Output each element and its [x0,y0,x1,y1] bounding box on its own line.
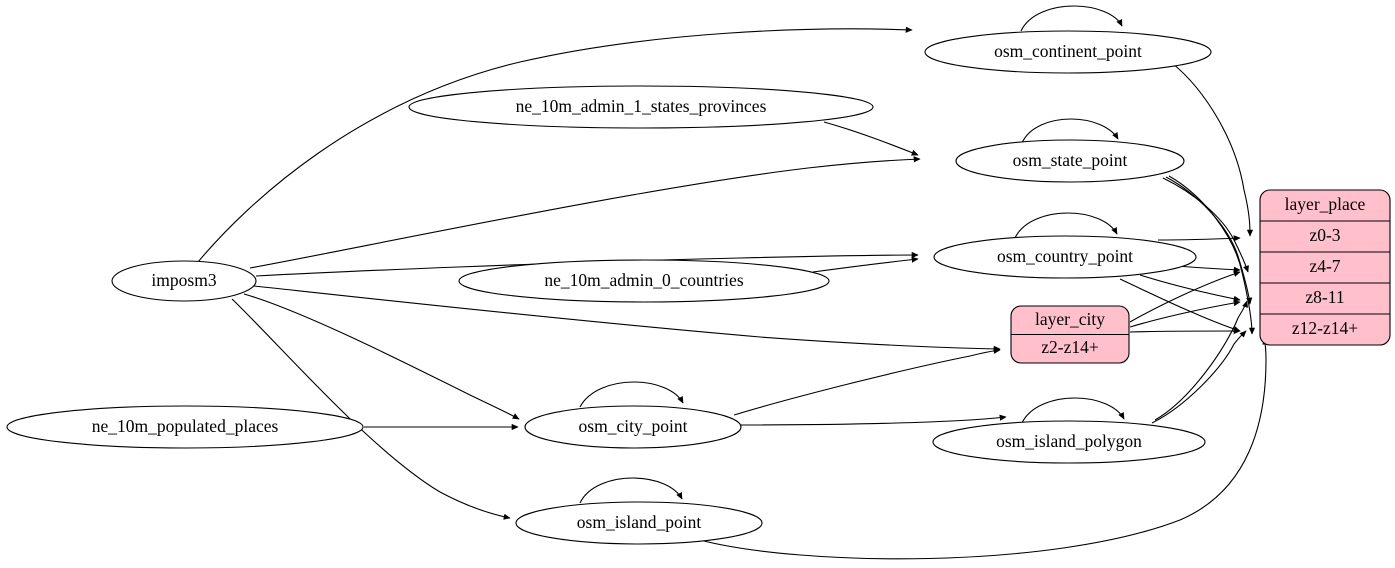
node-osm-country-point[interactable]: osm_country_point [933,235,1197,279]
node-ne-places-label: ne_10m_populated_places [92,416,279,436]
node-layer-place-row-z0-3[interactable]: z0-3 [1309,225,1340,245]
node-ne-10m-admin-0-countries[interactable]: ne_10m_admin_0_countries [458,259,830,303]
node-osm-island-polygon[interactable]: osm_island_polygon [932,420,1206,464]
edge-layer [197,5,1269,560]
edge-osm-continent-point-layer-place-z0-3 [1171,62,1254,237]
node-layer-place-row-z12-z14[interactable]: z12-z14+ [1292,318,1358,338]
node-ne-countries-label: ne_10m_admin_0_countries [544,270,743,290]
edge-osm-state-point-layer-place-z12-z14 [1168,175,1256,335]
node-osm-continent-point[interactable]: osm_continent_point [924,30,1212,74]
node-ne-10m-populated-places[interactable]: ne_10m_populated_places [6,405,364,449]
node-layer-city-row-z2-z14[interactable]: z2-z14+ [1041,337,1099,357]
node-osm-island-point-label: osm_island_point [577,512,702,532]
edge-ne-states-osm-state-point [823,121,919,156]
node-layer-place-row-z8-11[interactable]: z8-11 [1305,287,1344,307]
node-ne-states-shape[interactable] [408,85,874,129]
edge-imposm3-osm-city-point [243,293,520,420]
node-layer-place-title: layer_place [1285,194,1366,214]
node-osm-city-point-shape[interactable] [524,405,742,449]
node-ne-places-shape[interactable] [6,405,364,449]
edge-osm-state-point-layer-place-z8-11 [1165,176,1253,305]
node-osm-continent-point-label: osm_continent_point [994,41,1142,61]
node-osm-city-point[interactable]: osm_city_point [524,405,742,449]
node-osm-city-point-label: osm_city_point [579,416,688,436]
node-layer-place[interactable]: layer_place z0-3 z4-7 z8-11 z12-z14+ [1259,189,1391,346]
edge-self-osm-island-polygon [1021,397,1125,424]
node-osm-island-point[interactable]: osm_island_point [515,501,763,545]
edge-osm-island-point-layer-place-z12-z14 [699,337,1269,560]
edge-imposm3-osm-state-point [249,156,921,269]
edge-osm-island-polygon-layer-place-z12-z14 [1151,330,1247,424]
edge-self-osm-continent-point [1020,5,1123,32]
edge-osm-country-point-layer-place-z8-11 [1139,274,1241,302]
edge-imposm3-layer-city [253,285,1001,352]
edge-layer-city-layer-place-z12-z14 [1129,327,1241,335]
edge-imposm3-osm-continent-point [197,26,913,263]
edge-self-osm-country-point [1014,212,1118,239]
node-ne-10m-admin-1-states-provinces[interactable]: ne_10m_admin_1_states_provinces [408,85,874,129]
edge-osm-island-polygon-layer-place-z8-11 [1154,300,1248,421]
edge-layer-city-layer-place-z4-7 [1129,271,1241,323]
edge-self-osm-island-point [579,477,683,504]
edge-layer-city-layer-place-z8-11 [1129,299,1241,328]
edge-imposm3-osm-island-point [231,298,511,520]
node-imposm3-label: imposm3 [151,270,216,290]
node-osm-country-point-shape[interactable] [933,235,1197,279]
edge-osm-city-point-osm-island-polygon [735,414,1007,426]
edge-osm-country-point-layer-place-z12-z14 [1119,278,1241,332]
node-layer-place-shape[interactable] [1259,189,1391,346]
edge-ne-countries-osm-country-point [812,256,919,273]
node-layer-city[interactable]: layer_city z2-z14+ [1010,305,1130,364]
edge-osm-city-point-layer-city [733,347,1001,416]
node-osm-country-point-label: osm_country_point [997,246,1133,266]
node-ne-states-label: ne_10m_admin_1_states_provinces [516,96,767,116]
edge-osm-country-point-layer-place-z0-3 [1157,235,1241,242]
node-ne-countries-shape[interactable] [458,259,830,303]
node-osm-state-point[interactable]: osm_state_point [955,139,1185,183]
node-osm-island-polygon-shape[interactable] [932,420,1206,464]
node-osm-state-point-label: osm_state_point [1013,150,1128,170]
node-layer-city-title: layer_city [1035,309,1105,329]
node-imposm3[interactable]: imposm3 [111,260,257,302]
node-osm-island-polygon-label: osm_island_polygon [996,431,1142,451]
node-osm-continent-point-shape[interactable] [924,30,1212,74]
node-osm-state-point-shape[interactable] [955,139,1185,183]
node-imposm3-shape[interactable] [111,260,257,302]
edge-self-osm-city-point [579,381,684,408]
node-osm-island-point-shape[interactable] [515,501,763,545]
edge-self-osm-state-point [1021,118,1119,144]
node-layer-place-row-z4-7[interactable]: z4-7 [1309,256,1340,276]
